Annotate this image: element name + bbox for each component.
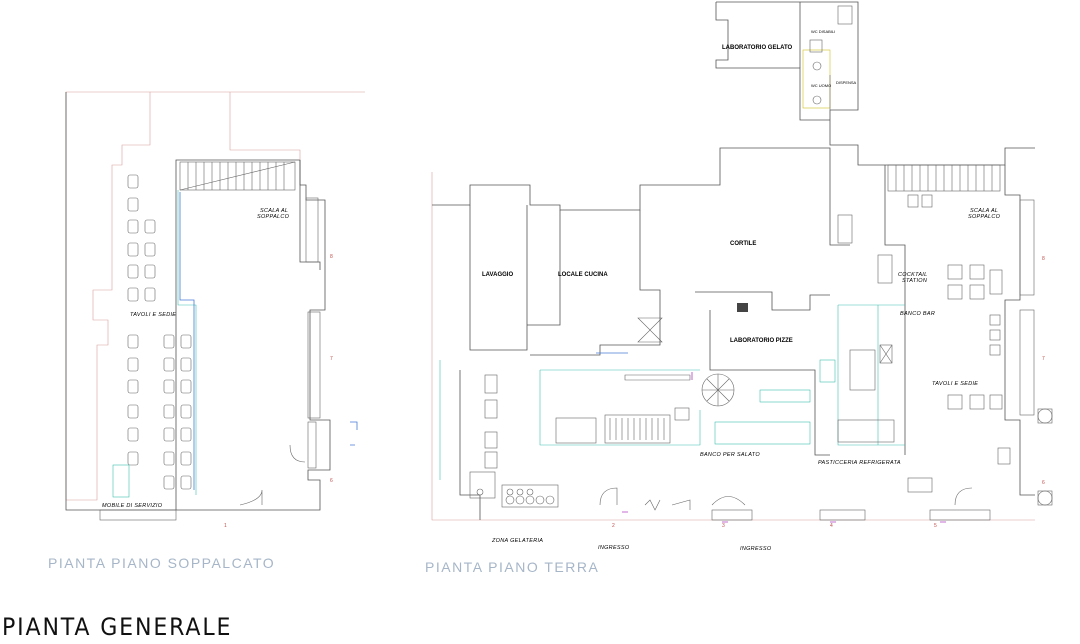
cortile-label: CORTILE [730, 241, 756, 247]
ground-stair-label: SCALA AL [970, 208, 998, 214]
mezz-stair-label-2: SOPPALCO [257, 214, 290, 220]
main-title: PIANTA GENERALE [2, 613, 233, 641]
mezz-service-label: MOBILE DI SERVIZIO [102, 503, 163, 509]
ground-marker-4: 4 [830, 523, 833, 529]
kitchen-label: LOCALE CUCINA [558, 272, 608, 278]
ground-marker-3: 3 [722, 523, 725, 529]
gelato-lab-label: LABORATORIO GELATO [722, 45, 793, 51]
banco-salato-label: BANCO PER SALATO [700, 452, 760, 458]
ground-title: PIANTA PIANO TERRA [425, 559, 599, 575]
mezz-marker-6: 6 [330, 478, 333, 484]
mezzanine-plan: SCALA AL SOPPALCO TAVOLI E SEDIE MOBILE … [48, 91, 365, 571]
mezz-marker-1: 1 [224, 523, 227, 529]
banco-bar-label: BANCO BAR [900, 311, 935, 317]
ground-marker-6: 6 [1042, 480, 1045, 486]
wc-men-label: WC UOMO [811, 83, 831, 88]
mezzanine-title: PIANTA PIANO SOPPALCATO [48, 555, 275, 571]
storage-label: DISPENSA [836, 80, 857, 85]
cocktail-label-2: STATION [902, 278, 927, 284]
ground-plan: LABORATORIO GELATO WC DISABILI WC UOMO D… [425, 1, 1053, 575]
cocktail-label: COCKTAIL [898, 272, 928, 278]
lavaggio-label: LAVAGGIO [482, 272, 513, 278]
ground-stair-label-2: SOPPALCO [968, 214, 1001, 220]
mezz-marker-8: 8 [330, 254, 333, 260]
wc-disabled-label: WC DISABILI [811, 29, 835, 34]
ground-marker-8: 8 [1042, 256, 1045, 262]
mezz-tables-label: TAVOLI E SEDIE [130, 312, 176, 318]
pasticceria-label: PASTICCERIA REFRIGERATA [818, 460, 901, 466]
ground-tables-label: TAVOLI E SEDIE [932, 381, 978, 387]
mezz-stair-label: SCALA AL [260, 208, 288, 214]
ingresso-2-label: INGRESSO [740, 546, 772, 552]
ground-marker-7: 7 [1042, 356, 1045, 362]
zona-gelateria-label: ZONA GELATERIA [491, 538, 543, 544]
pizza-lab-label: LABORATORIO PIZZE [730, 338, 793, 344]
ingresso-1-label: INGRESSO [598, 545, 630, 551]
ground-marker-5: 5 [934, 523, 937, 529]
mezz-marker-7: 7 [330, 356, 333, 362]
ground-marker-2: 2 [612, 523, 615, 529]
